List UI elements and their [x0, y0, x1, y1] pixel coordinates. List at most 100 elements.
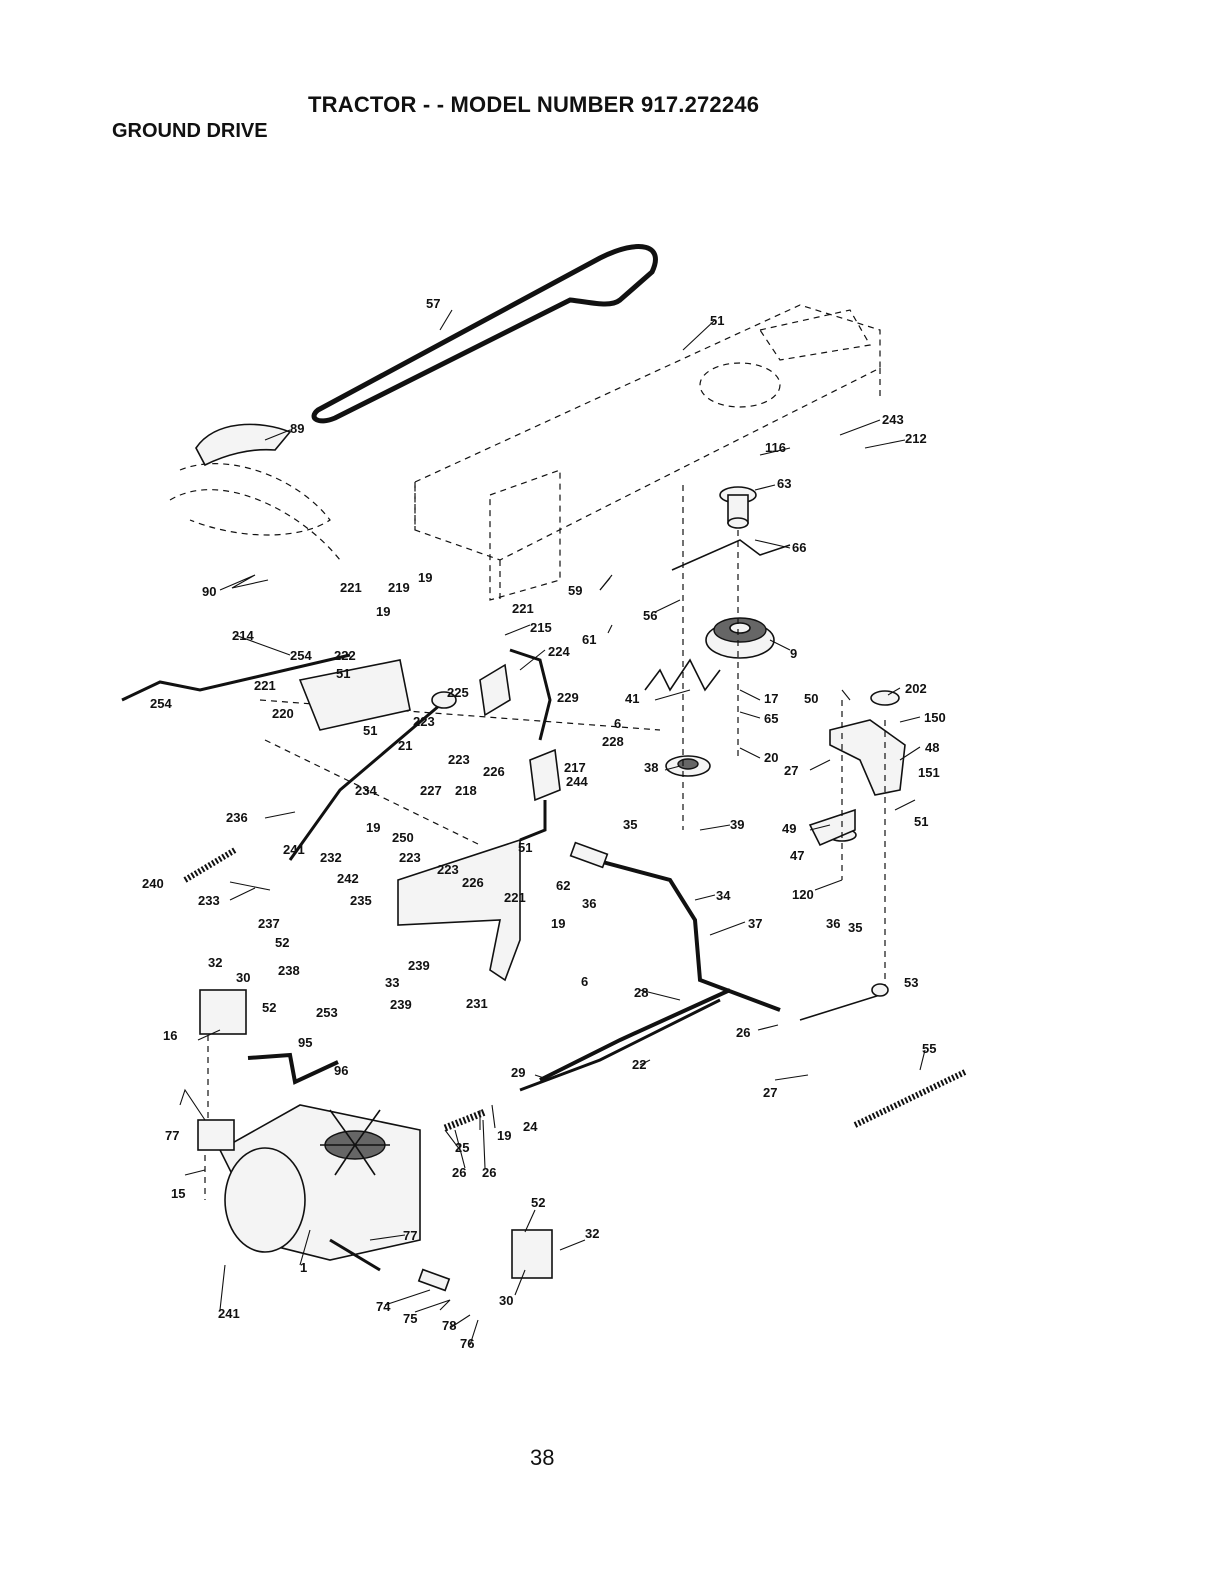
callout-120: 120	[792, 887, 814, 902]
callout-19: 19	[497, 1128, 511, 1143]
callout-19: 19	[376, 604, 390, 619]
callout-220: 220	[272, 706, 294, 721]
fender-pan	[195, 423, 292, 467]
drive-shaft	[594, 858, 781, 1012]
callout-65: 65	[764, 711, 778, 726]
page-title: TRACTOR - - MODEL NUMBER 917.272246	[308, 92, 760, 117]
callout-6: 6	[614, 716, 621, 731]
callout-29: 29	[511, 1065, 525, 1080]
callout-15: 15	[171, 1186, 185, 1201]
callout-90: 90	[202, 584, 216, 599]
callout-232: 232	[320, 850, 342, 865]
callout-30: 30	[499, 1293, 513, 1308]
callout-9: 9	[790, 646, 797, 661]
callout-19: 19	[551, 916, 565, 931]
callout-labels: 57 51 89 243 212 116 63 66 90 221 219 19…	[142, 296, 946, 1351]
callout-52: 52	[262, 1000, 276, 1015]
drive-pedal	[479, 663, 511, 717]
callout-75: 75	[403, 1311, 417, 1326]
callout-223: 223	[437, 862, 459, 877]
callout-32: 32	[585, 1226, 599, 1241]
callout-215: 215	[530, 620, 552, 635]
callout-77: 77	[165, 1128, 179, 1143]
callout-33: 33	[385, 975, 399, 990]
callout-239: 239	[390, 997, 412, 1012]
callout-234: 234	[355, 783, 377, 798]
callout-238: 238	[278, 963, 300, 978]
callout-243: 243	[882, 412, 904, 427]
page-number: 38	[530, 1445, 555, 1470]
callout-51: 51	[914, 814, 928, 829]
drive-belt	[311, 244, 658, 424]
section-title: GROUND DRIVE	[112, 120, 268, 142]
callout-212: 212	[905, 431, 927, 446]
callout-240: 240	[142, 876, 164, 891]
brake-pedal	[529, 748, 561, 802]
callout-76: 76	[460, 1336, 474, 1351]
pedal-bracket	[397, 838, 521, 982]
spring-25	[443, 1108, 487, 1132]
callout-151: 151	[918, 765, 940, 780]
callout-52: 52	[531, 1195, 545, 1210]
callout-239: 239	[408, 958, 430, 973]
callout-35: 35	[623, 817, 637, 832]
callout-59: 59	[568, 583, 582, 598]
callout-66: 66	[792, 540, 806, 555]
callout-250: 250	[392, 830, 414, 845]
callout-96: 96	[334, 1063, 348, 1078]
callout-26: 26	[736, 1025, 750, 1040]
callout-6: 6	[581, 974, 588, 989]
callout-24: 24	[523, 1119, 538, 1134]
callout-56: 56	[643, 608, 657, 623]
callout-26: 26	[452, 1165, 466, 1180]
callout-25: 25	[455, 1140, 469, 1155]
callout-57: 57	[426, 296, 440, 311]
callout-41: 41	[625, 691, 639, 706]
callout-221: 221	[254, 678, 276, 693]
spring-240	[183, 847, 237, 883]
callout-30: 30	[236, 970, 250, 985]
callout-77: 77	[403, 1228, 417, 1243]
callout-241: 241	[283, 842, 305, 857]
callout-226: 226	[462, 875, 484, 890]
callout-19: 19	[418, 570, 432, 585]
callout-235: 235	[350, 893, 372, 908]
idler-pulley	[665, 755, 711, 777]
chassis-frame	[169, 304, 881, 846]
callout-116: 116	[765, 440, 786, 455]
callout-52: 52	[275, 935, 289, 950]
callout-51: 51	[710, 313, 724, 328]
leader-lines	[179, 309, 926, 1346]
callout-218: 218	[455, 783, 477, 798]
callout-222: 222	[334, 648, 356, 663]
callout-78: 78	[442, 1318, 456, 1333]
callout-61: 61	[582, 632, 596, 647]
callout-236: 236	[226, 810, 248, 825]
spring-55	[853, 1069, 967, 1128]
callout-1: 1	[300, 1260, 307, 1275]
callout-221: 221	[340, 580, 362, 595]
callout-229: 229	[557, 690, 579, 705]
callout-217: 217	[564, 760, 586, 775]
electric-clutch	[705, 617, 775, 659]
callout-227: 227	[420, 783, 442, 798]
callout-214: 214	[232, 628, 254, 643]
callout-27: 27	[763, 1085, 777, 1100]
callout-16: 16	[163, 1028, 177, 1043]
callout-233: 233	[198, 893, 220, 908]
callout-20: 20	[764, 750, 778, 765]
callout-254: 254	[290, 648, 312, 663]
callout-50: 50	[804, 691, 818, 706]
callout-150: 150	[924, 710, 946, 725]
engine-pulley	[719, 486, 757, 529]
callout-47: 47	[790, 848, 804, 863]
callout-37: 37	[748, 916, 762, 931]
callout-242: 242	[337, 871, 359, 886]
callout-27: 27	[784, 763, 798, 778]
callout-22: 22	[632, 1057, 646, 1072]
callout-237: 237	[258, 916, 280, 931]
callout-241: 241	[218, 1306, 240, 1321]
callout-62: 62	[556, 878, 570, 893]
callout-21: 21	[398, 738, 412, 753]
callout-226: 226	[483, 764, 505, 779]
